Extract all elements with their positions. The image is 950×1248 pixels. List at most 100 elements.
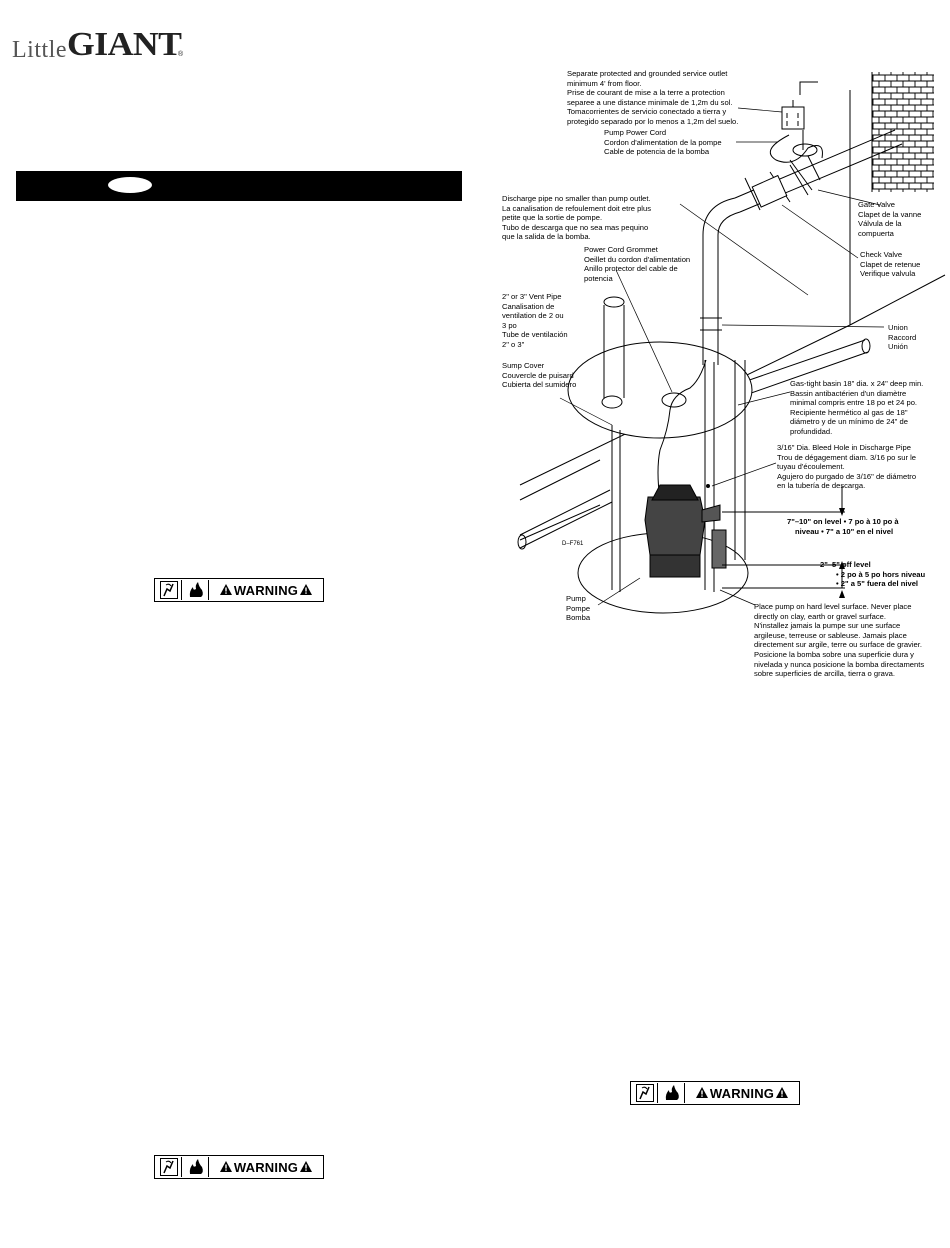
bleed-en: 3/16" Dia. Bleed Hole in Discharge Pipe xyxy=(777,443,911,452)
bleed-hole-callout: 3/16" Dia. Bleed Hole in Discharge Pipe … xyxy=(777,443,916,491)
basin-es-2: diámetro y de un mínimo de 24" de xyxy=(790,417,908,427)
logo-little: Little xyxy=(12,37,67,63)
warning-triangle-icon xyxy=(300,1160,313,1175)
warning-triangle-icon xyxy=(219,1160,232,1175)
place-en-2: directly on clay, earth or gravel surfac… xyxy=(754,611,886,621)
union-es: Unión xyxy=(888,342,908,352)
discharge-fr-2: petite que la sortie de pompe. xyxy=(502,213,603,223)
fire-hazard-icon xyxy=(184,1157,209,1177)
vent-fr-3: 3 po xyxy=(502,320,517,330)
gate-valve-callout: Gate Valve Clapet de la vanne Válvula de… xyxy=(858,200,921,238)
shock-hazard-icon xyxy=(157,1157,182,1177)
union-en: Union xyxy=(888,323,908,332)
outlet-callout: Separate protected and grounded service … xyxy=(567,69,738,127)
warning-triangle-icon xyxy=(219,583,232,598)
shock-hazard-icon xyxy=(633,1083,658,1103)
vent-es-2: 2" o 3" xyxy=(502,339,525,349)
sump-cover-es: Cubierta del sumidero xyxy=(502,380,577,390)
warning-text: WARNING xyxy=(233,1159,299,1175)
discharge-fr-1: La canalisation de refoulement doit etre… xyxy=(502,203,652,213)
basin-fr-1: Bassin antibactérien d'un diamètre xyxy=(790,388,907,398)
grommet-es-1: Anillo protector del cable de xyxy=(584,264,678,274)
sump-cover xyxy=(567,341,753,439)
place-es-1: Posicione la bomba sobre una superficie … xyxy=(754,649,914,659)
on-level-line-1: 7"–10" on level • 7 po à 10 po à xyxy=(787,517,899,526)
place-fr-3: directement sur argile, terre ou surface… xyxy=(754,640,922,650)
basin-fr-2: minimal compris entre 18 po et 24 po. xyxy=(790,398,918,408)
bleed-fr-2: tuyau d'écoulement. xyxy=(777,462,845,472)
outlet-line-fr-1: Prise de courant de mise a la terre a pr… xyxy=(567,88,725,98)
power-cord-callout: Pump Power Cord Cordon d'alimentation de… xyxy=(604,128,722,157)
fire-hazard-icon xyxy=(660,1083,685,1103)
outlet-line-fr-2: separee a une distance minimale de 1,2m … xyxy=(567,97,733,107)
on-level-line-2: niveau • 7" a 10" en el nivel xyxy=(795,526,894,536)
bleed-fr-1: Trou de dégagement diam. 3/16 po sur le xyxy=(777,452,917,462)
off-level-line-2: • 2 po à 5 po hors niveau xyxy=(836,569,926,579)
basin-callout: Gas-tight basin 18" dia. x 24" deep min.… xyxy=(790,379,923,437)
outlet-line-es-1: Tomacorrientes de servicio conectado a t… xyxy=(567,107,727,117)
pump-fr: Pompe xyxy=(566,603,591,613)
discharge-es-1: Tubo de descarga que no sea mas pequino xyxy=(502,222,649,232)
warning-text: WARNING xyxy=(233,582,299,598)
check-valve-callout: Check Valve Clapet de retenue Verifique … xyxy=(860,250,920,279)
brick-wall xyxy=(872,72,934,192)
pump-callout: Pump Pompe Bomba xyxy=(566,594,590,623)
union-fr: Raccord xyxy=(888,332,917,342)
check-valve-es: Verifique valvula xyxy=(860,269,916,279)
place-fr-1: N'installez jamais la pumpe sur une surf… xyxy=(754,621,901,631)
sump-cover-en: Sump Cover xyxy=(502,361,545,370)
check-valve-en: Check Valve xyxy=(860,250,903,259)
sump-cover-fr: Couvercle de puisard xyxy=(502,370,574,380)
warning-triangle-icon xyxy=(776,1086,789,1101)
place-es-3: sobre superficies de arcilla, tierra o g… xyxy=(754,669,895,679)
language-oval-badge xyxy=(108,177,152,193)
discharge-en: Discharge pipe no smaller than pump outl… xyxy=(502,194,651,203)
grommet-en: Power Cord Grommet xyxy=(584,245,658,254)
warning-triangle-icon xyxy=(300,583,313,598)
logo-registered-mark: ® xyxy=(177,51,184,58)
pump-illustration xyxy=(644,484,727,578)
placement-callout: Place pump on hard level surface. Never … xyxy=(754,602,924,679)
place-en-1: Place pump on hard level surface. Never … xyxy=(754,602,912,611)
outlet-line-en-2: minimum 4' from floor. xyxy=(567,78,642,88)
vent-fr-2: ventilation de 2 ou xyxy=(502,311,564,321)
brand-logo: Little GIANT ® xyxy=(12,22,184,63)
vent-en: 2" or 3" Vent Pipe xyxy=(502,292,562,301)
place-es-2: nivelada y nunca posicione la bomba dire… xyxy=(754,659,925,669)
outlet-line-es-2: protegido separado por lo menos a 1,2m d… xyxy=(567,116,739,126)
power-cord-fr: Cordon d'alimentation de la pompe xyxy=(604,137,722,147)
grommet-callout: Power Cord Grommet Oeillet du cordon d'a… xyxy=(584,245,690,283)
section-header-bar xyxy=(16,171,462,201)
check-valve-fr: Clapet de retenue xyxy=(860,259,921,269)
basin-en: Gas-tight basin 18" dia. x 24" deep min. xyxy=(790,379,924,388)
warning-label-3: WARNING xyxy=(630,1081,800,1105)
pump-en: Pump xyxy=(566,594,586,603)
pump-es: Bomba xyxy=(566,613,591,623)
power-cord-en: Pump Power Cord xyxy=(604,128,667,137)
warning-label-2: WARNING xyxy=(154,1155,324,1179)
outlet-line-en-1: Separate protected and grounded service … xyxy=(567,69,728,78)
off-level-callout: 2"–5" off level • 2 po à 5 po hors nivea… xyxy=(820,560,925,589)
grommet-es-2: potencia xyxy=(584,273,613,283)
bleed-es-1: Agujero do purgado de 3/16" de diámetro xyxy=(777,471,917,481)
fire-hazard-icon xyxy=(184,580,209,600)
place-fr-2: argileuse, terreuse or sableuse. Jamais … xyxy=(754,630,907,640)
on-level-callout: 7"–10" on level • 7 po à 10 po à niveau … xyxy=(787,517,899,536)
outlet-box xyxy=(781,106,805,130)
warning-triangle-icon xyxy=(695,1086,708,1101)
vent-fr-1: Canalisation de xyxy=(502,301,555,311)
gate-valve-es-1: Válvula de la xyxy=(858,219,902,229)
gate-valve-es-2: compuerta xyxy=(858,228,894,238)
discharge-es-2: que la salida de la bomba. xyxy=(502,232,591,242)
bleed-es-2: en la tubería de descarga. xyxy=(777,481,866,491)
gate-valve-fr: Clapet de la vanne xyxy=(858,209,922,219)
union-callout: Union Raccord Unión xyxy=(888,323,916,352)
shock-hazard-icon xyxy=(157,580,182,600)
off-level-line-1: 2"–5" off level xyxy=(820,560,871,569)
vent-pipe-callout: 2" or 3" Vent Pipe Canalisation de venti… xyxy=(502,292,568,350)
basin-es-1: Recipiente hermético al gas de 18" xyxy=(790,407,908,417)
discharge-callout: Discharge pipe no smaller than pump outl… xyxy=(502,194,651,242)
logo-giant: GIANT xyxy=(66,26,182,63)
basin-es-3: profundidad. xyxy=(790,426,833,436)
